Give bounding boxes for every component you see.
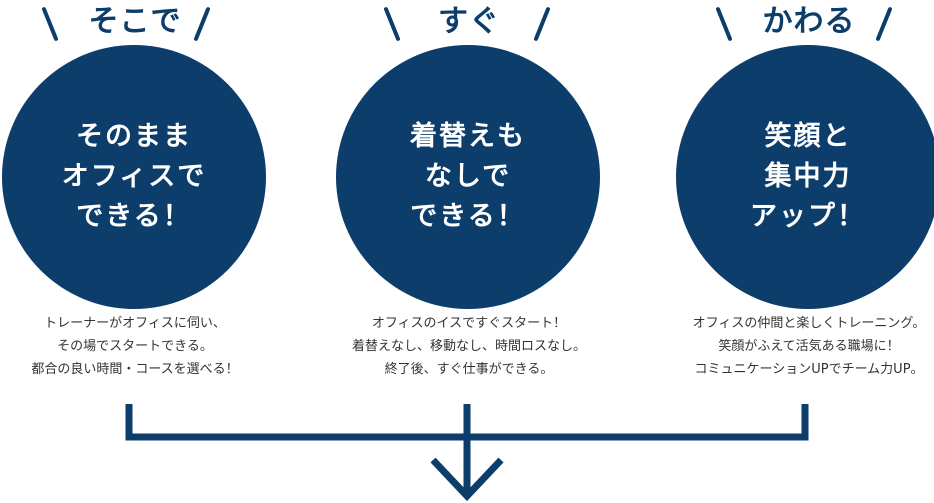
- heading-text: そこで: [88, 4, 182, 39]
- circle-line: 集中力: [764, 161, 852, 192]
- circle-line: そのまま: [76, 121, 192, 152]
- description-line: オフィスのイスですぐスタート！: [371, 316, 567, 331]
- down-arrow-icon: [430, 457, 504, 502]
- description-line: 終了後、すぐ仕事ができる。: [384, 362, 554, 377]
- description-line: トレーナーがオフィスに伺い、: [44, 316, 226, 331]
- column-heading-2: すぐ: [334, 2, 604, 42]
- description-line: 笑顔がふえて活気ある職場に！: [718, 339, 900, 354]
- feature-circle-3: 笑顔と 集中力 アップ！: [676, 45, 934, 309]
- feature-circle-1: そのまま オフィスで できる！: [2, 45, 266, 309]
- description-line: コミュニケーションUPでチーム力UP。: [694, 362, 924, 377]
- circle-line: できる！: [410, 201, 526, 232]
- heading-text: かわる: [762, 4, 856, 39]
- feature-description-2: オフィスのイスですぐスタート！ 着替えなし、移動なし、時間ロスなし。 終了後、す…: [314, 312, 624, 381]
- description-line: 着替えなし、移動なし、時間ロスなし。: [351, 339, 586, 354]
- column-heading-3: かわる: [674, 2, 934, 42]
- circle-line: なしで: [424, 161, 512, 192]
- feature-description-1: トレーナーがオフィスに伺い、 その場でスタートできる。 都合の良い時間・コースを…: [0, 312, 290, 381]
- circle-line: アップ！: [750, 201, 866, 232]
- heading-text: すぐ: [438, 4, 500, 39]
- column-heading-1: そこで: [0, 2, 270, 42]
- description-line: オフィスの仲間と楽しくトレーニング。: [692, 316, 926, 331]
- feature-description-3: オフィスの仲間と楽しくトレーニング。 笑顔がふえて活気ある職場に！ コミュニケー…: [654, 312, 934, 381]
- circle-line: できる！: [76, 201, 192, 232]
- circle-line: 着替えも: [410, 121, 526, 152]
- feature-circle-2: 着替えも なしで できる！: [336, 45, 600, 309]
- description-line: その場でスタートできる。: [57, 339, 213, 354]
- description-line: 都合の良い時間・コースを選べる！: [31, 362, 239, 377]
- circle-line: オフィスで: [61, 161, 207, 192]
- circle-line: 笑顔と: [764, 121, 852, 152]
